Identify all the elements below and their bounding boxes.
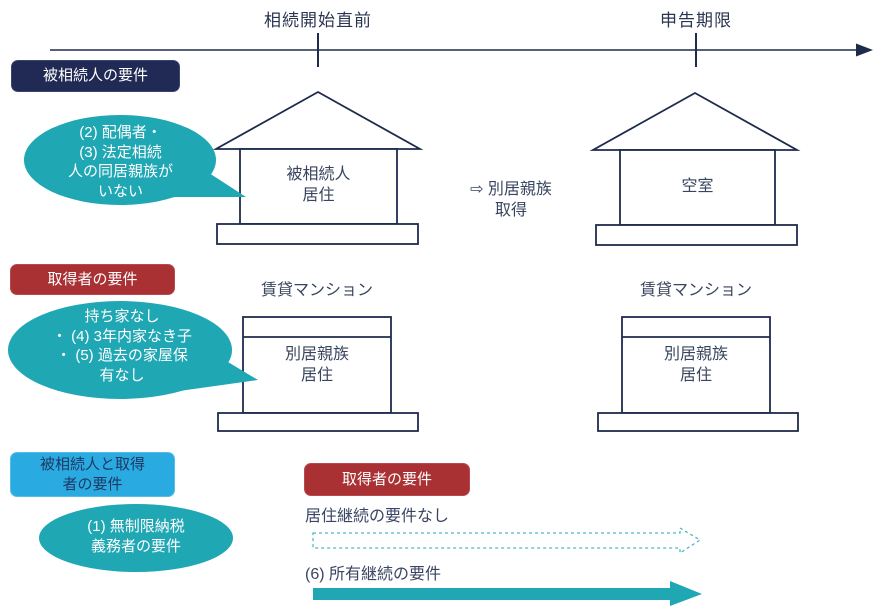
- building-right-label: 別居親族 居住: [663, 346, 728, 384]
- speech-bubble-decedent-text: (2) 配偶者・ (3) 法定相続 人の同居親族が いない: [67, 124, 173, 200]
- timeline-label-end: 申告期限: [660, 11, 732, 30]
- badge-continuation-acquirer: 取得者の要件: [304, 463, 470, 496]
- building-right-base: [597, 412, 799, 432]
- ownership-continuation-text: (6) 所有継続の要件: [305, 566, 442, 583]
- badge-decedent-requirements: 被相続人の要件: [11, 60, 180, 92]
- ellipse-both-requirements: [39, 504, 233, 572]
- building-left-body: [242, 316, 392, 414]
- house-left-base: [216, 223, 419, 245]
- badge-acquirer-requirements: 取得者の要件: [10, 264, 175, 295]
- timeline-label-start: 相続開始直前: [264, 11, 372, 30]
- speech-bubble-decedent: [24, 115, 216, 205]
- apartment-left-label: 賃貸マンション: [260, 282, 373, 299]
- house-left-label: 被相続人 居住: [286, 166, 351, 204]
- house-right-base: [595, 224, 798, 246]
- house-right-body: [619, 149, 776, 226]
- house-left-roof: [212, 90, 424, 150]
- speech-bubble-acquirer: [8, 301, 232, 399]
- building-left-label: 別居親族 居住: [284, 346, 349, 384]
- building-right-body: [621, 316, 771, 414]
- transfer-note: ⇨ 別居親族 取得: [470, 181, 552, 219]
- no-residence-continuation-text: 居住継続の要件なし: [305, 508, 450, 525]
- timeline-arrowhead-icon: [856, 43, 873, 57]
- dashed-arrow: [312, 526, 702, 555]
- building-left-base: [217, 412, 419, 432]
- house-right-label: 空室: [681, 178, 714, 195]
- ellipse-both-requirements-text: (1) 無制限納税 義務者の要件: [87, 518, 185, 555]
- speech-bubble-acquirer-text: 持ち家なし ・ (4) 3年内家なき子 ・ (5) 過去の家屋保 有なし: [51, 308, 192, 384]
- badge-both-requirements: 被相続人と取得 者の要件: [10, 452, 175, 497]
- solid-arrow: [313, 581, 702, 606]
- house-right-roof: [589, 91, 801, 151]
- apartment-right-label: 賃貸マンション: [639, 282, 752, 299]
